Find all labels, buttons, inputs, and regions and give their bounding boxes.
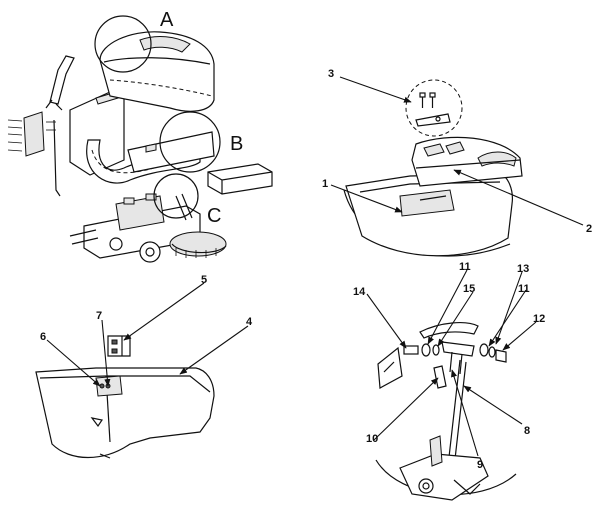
callout-7: 7 <box>96 310 102 322</box>
detail-circle-a <box>94 15 152 73</box>
detail-label-a: A <box>160 9 174 31</box>
callout-4: 4 <box>246 316 253 328</box>
machine-overview: A B C <box>7 9 273 263</box>
callout-numbers: 3 1 2 5 4 6 7 11 13 11 14 15 12 8 10 9 <box>40 68 592 471</box>
detail-circle-b <box>159 111 221 173</box>
leader-lines <box>46 76 584 457</box>
bracket-icon <box>415 113 451 127</box>
screw-pair-icon <box>419 92 436 108</box>
hardware-stack-icon <box>479 343 507 363</box>
detail-a-view <box>343 79 523 257</box>
callout-6: 6 <box>40 331 46 343</box>
clevis-pin-icon <box>403 343 440 357</box>
hinge-bracket-icon <box>107 335 131 357</box>
detail-circle-c <box>153 173 199 219</box>
detail-label-b: B <box>230 133 243 155</box>
detail-c-view <box>375 322 517 501</box>
callout-15: 15 <box>463 283 475 295</box>
callout-1: 1 <box>322 178 328 190</box>
callout-12: 12 <box>533 313 545 325</box>
detail-label-c: C <box>207 205 221 227</box>
callout-9: 9 <box>477 459 483 471</box>
callout-3: 3 <box>328 68 334 80</box>
callout-14: 14 <box>353 286 366 298</box>
callout-11-left: 11 <box>459 261 471 273</box>
callout-11-right: 11 <box>518 283 530 295</box>
detail-b-view <box>35 335 215 459</box>
hardware-inset-circle <box>405 79 463 137</box>
callout-8: 8 <box>524 425 530 437</box>
callout-2: 2 <box>586 223 592 235</box>
callout-13: 13 <box>517 263 529 275</box>
callout-5: 5 <box>201 274 207 286</box>
callout-10: 10 <box>366 433 378 445</box>
